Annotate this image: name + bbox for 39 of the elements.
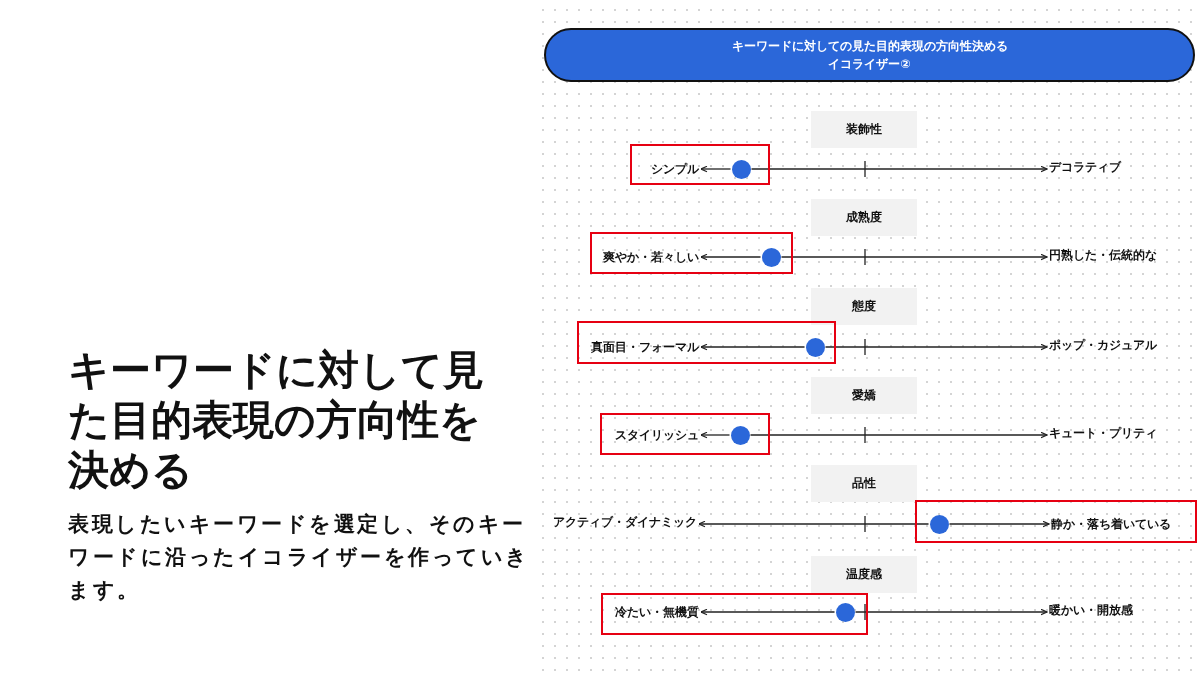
arrow: [700, 165, 732, 173]
arrow: [700, 253, 762, 261]
scale-end-label: 暖かい・開放感: [1049, 602, 1133, 618]
scale-end-label: シンプル: [651, 161, 699, 177]
arrow: [700, 431, 731, 439]
scale-end-label: 爽やか・若々しい: [603, 249, 699, 265]
category-tag: 温度感: [811, 556, 917, 593]
page-description: 表現したいキーワードを選定し、そのキーワードに沿ったイコライザーを作っていきます。: [68, 511, 531, 604]
scale-end-label: 冷たい・無機質: [615, 604, 699, 620]
arrow: [700, 343, 806, 351]
highlight-frame: [630, 144, 770, 185]
scale-end-label: キュート・プリティ: [1049, 425, 1157, 441]
category-tag: 装飾性: [811, 111, 917, 148]
highlight-frame: [590, 232, 793, 274]
highlight-frame: [600, 413, 770, 455]
page-heading: キーワードに対して見た目的表現の方向性を決める: [68, 345, 484, 495]
category-tag: 態度: [811, 288, 917, 325]
highlight-frame: [577, 321, 836, 364]
arrow: [824, 343, 1048, 351]
category-tag: 成熟度: [811, 199, 917, 236]
scale-end-label: 静か・落ち着いている: [1051, 516, 1171, 532]
scale-end-label: アクティブ・ダイナミック: [553, 514, 697, 530]
highlight-frame: [601, 593, 868, 635]
scale-end-label: 円熟した・伝統的な: [1049, 247, 1157, 263]
arrow: [749, 431, 1048, 439]
arrow: [750, 165, 1048, 173]
scale-end-label: ポップ・カジュアル: [1049, 337, 1157, 353]
scale-end-label: デコラティブ: [1049, 159, 1121, 175]
title-banner: キーワードに対しての見た目的表現の方向性決めるイコライザー②: [544, 28, 1195, 82]
arrow: [780, 253, 1048, 261]
highlight-frame: [915, 500, 1197, 543]
arrow: [854, 608, 1048, 616]
arrow: [700, 608, 836, 616]
scale-end-label: スタイリッシュ: [615, 427, 699, 443]
scale-end-label: 真面目・フォーマル: [591, 339, 699, 355]
category-tag: 品性: [811, 465, 917, 502]
category-tag: 愛嬌: [811, 377, 917, 414]
arrow: [948, 520, 1050, 528]
arrow: [698, 520, 930, 528]
